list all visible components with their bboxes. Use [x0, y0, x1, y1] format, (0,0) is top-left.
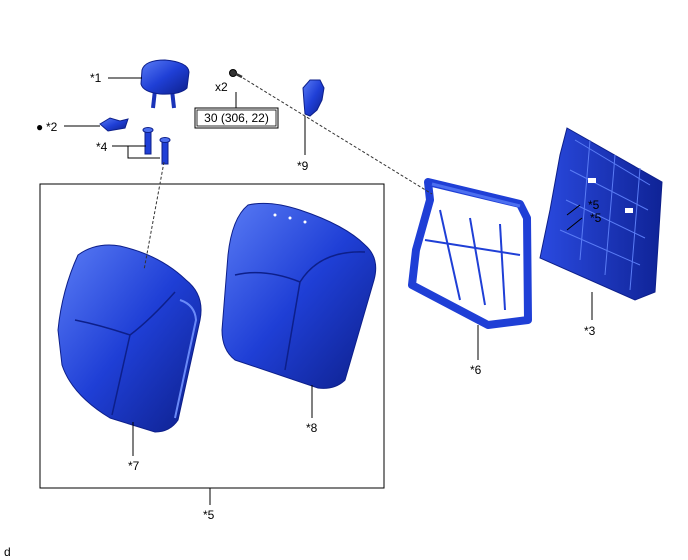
callout-headrest-guide: *4	[96, 140, 108, 154]
callout-headrest: *1	[90, 71, 102, 85]
callout-seatback-frame-cover: *3	[584, 324, 596, 338]
callout-seatback-pad: *8	[306, 421, 318, 435]
alignment-line-bolt-frame	[242, 77, 433, 195]
callout-headrest-support: *2	[46, 120, 58, 134]
footer-code: d	[4, 545, 11, 559]
bolt-quantity: x2	[215, 80, 228, 94]
seatback-cover-part	[57, 244, 202, 433]
headrest-part	[140, 59, 190, 109]
hinge-part	[302, 79, 325, 117]
bullet-marker: ●	[36, 120, 43, 134]
bolt-part	[229, 69, 243, 79]
callout-assembly: *5	[203, 508, 215, 522]
leader-lines	[64, 77, 593, 505]
headrest-support-part	[99, 117, 129, 132]
assembly-boundary-box	[39, 183, 385, 489]
callout-clip-b: *5	[590, 211, 602, 225]
callout-clip-a: *5	[588, 198, 600, 212]
seatback-frame-cover-part	[539, 127, 663, 301]
headrest-guide-parts	[142, 127, 171, 165]
callout-seatback-frame: *6	[470, 363, 482, 377]
seatback-frame-part	[408, 178, 532, 329]
torque-spec-box	[194, 107, 279, 129]
callout-hinge: *9	[297, 159, 309, 173]
callout-seatback-cover: *7	[128, 459, 140, 473]
torque-spec-text: 30 (306, 22)	[204, 111, 269, 125]
seatback-pad-part	[221, 202, 377, 389]
alignment-line-guide-cover	[143, 161, 165, 271]
